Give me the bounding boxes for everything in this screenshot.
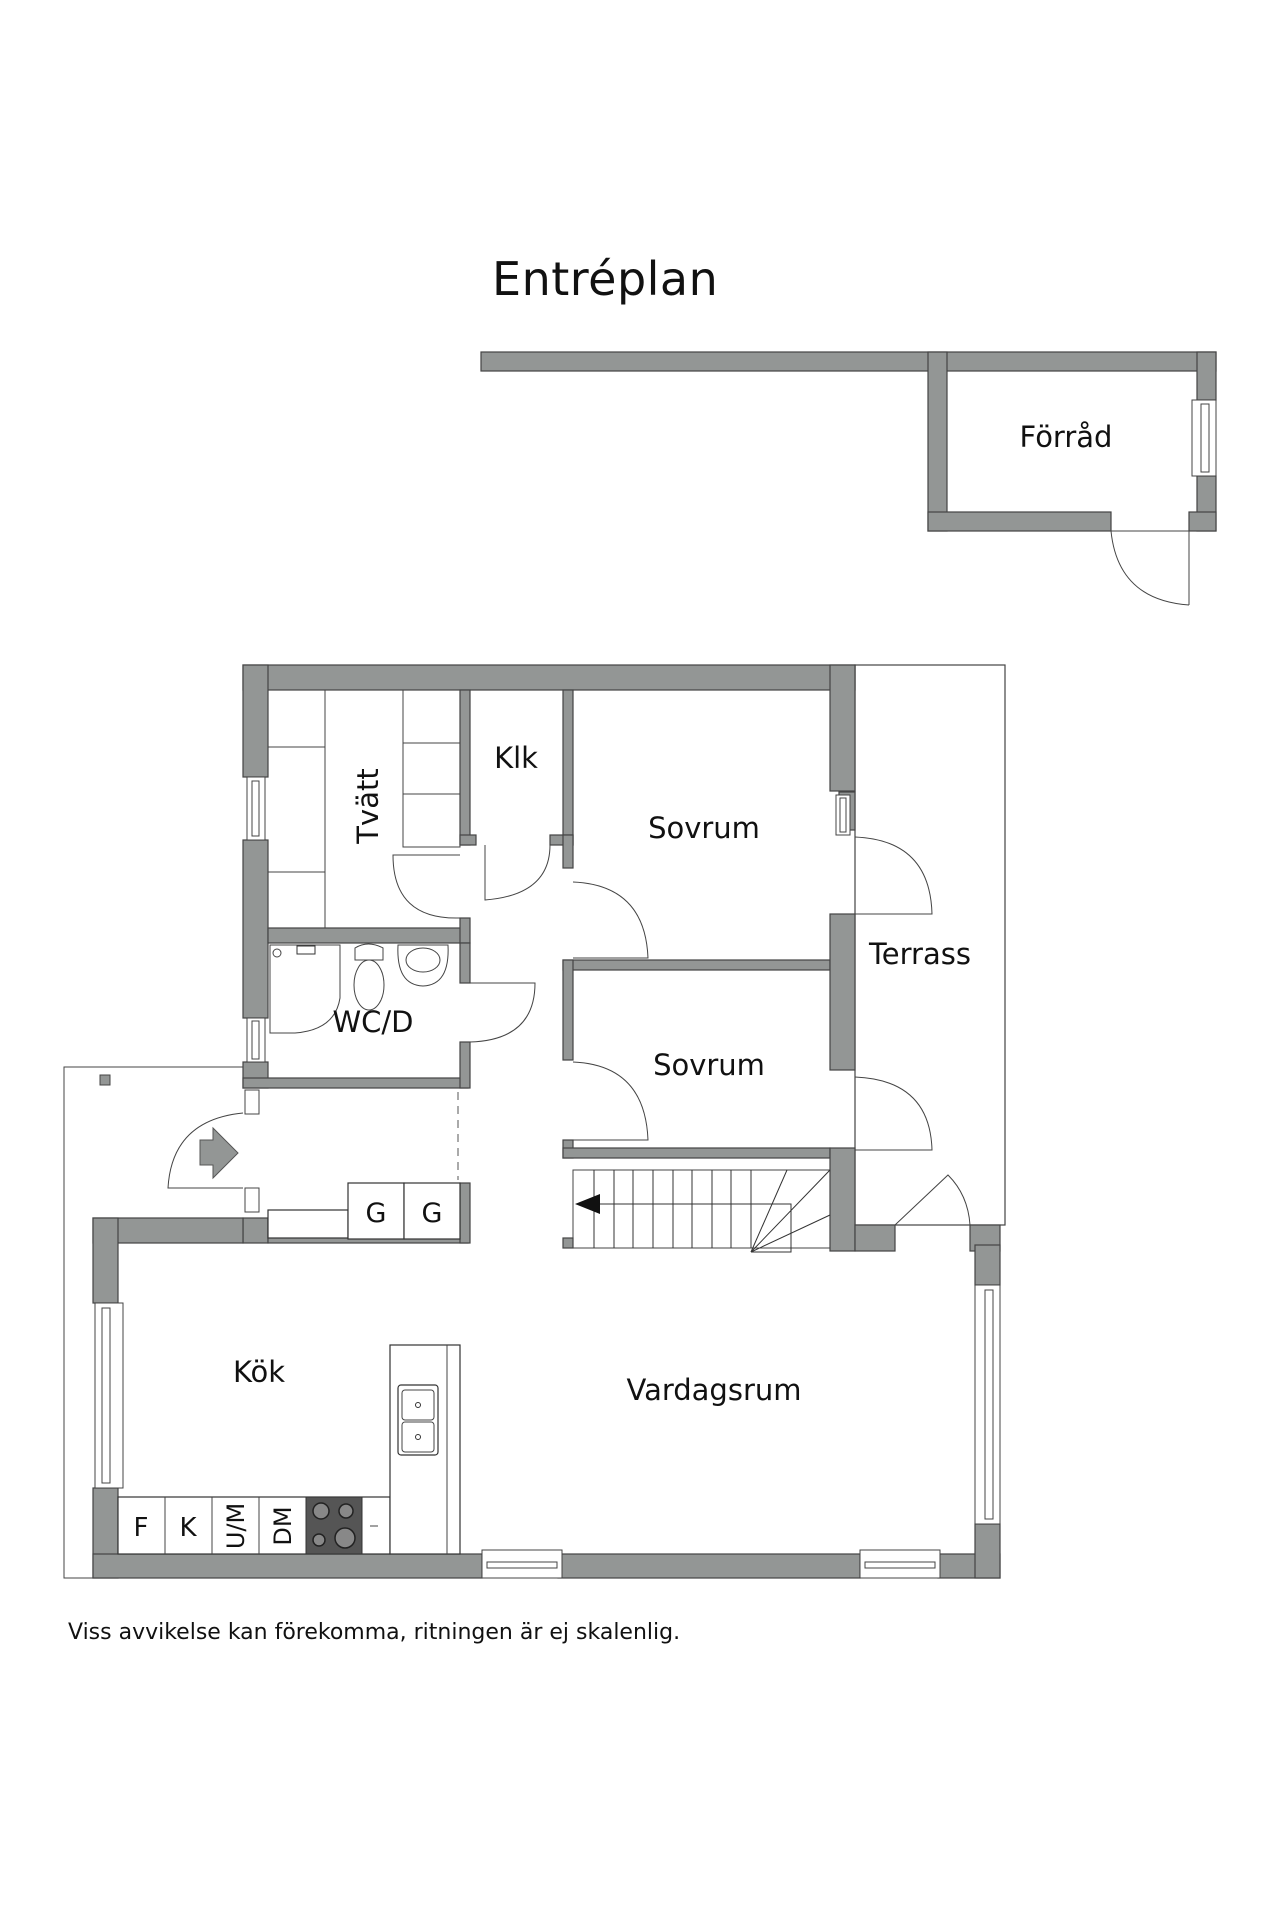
shower-icon [269,944,341,1034]
appliance-label-dm: DM [269,1506,297,1545]
storage-building: Förråd [480,351,1217,606]
entrance-arrow-icon [199,1126,239,1180]
door-wcd [469,982,536,1043]
door-sovrum-1 [572,881,649,959]
door-terrace-2 [854,1076,933,1151]
laundry-fixtures: Tvätt [268,689,461,928]
window-vardagsrum-bottom-1 [481,1549,563,1579]
door-tvatt [392,854,461,919]
window-kok [94,1302,124,1489]
window [1191,399,1217,477]
window-vardagsrum-right [974,1284,1001,1525]
room-label-wcd: WC/D [332,1005,413,1039]
wardrobes: G G [267,1182,461,1240]
sink-icon [397,1384,439,1456]
window-tvatt [246,776,266,841]
terrace: Terrass [854,664,1006,1226]
window-entrance-top [244,1089,260,1115]
washbasin-icon [397,944,449,987]
doors [167,836,971,1226]
window-sovrum [835,794,851,836]
staircase [572,1169,831,1253]
room-label-vardagsrum: Vardagsrum [626,1373,801,1407]
door-entrance [167,1112,244,1189]
room-label-sovrum-1: Sovrum [648,811,760,845]
door-sovrum-2 [572,1061,649,1141]
window-wcd [246,1017,266,1063]
windows [94,776,1001,1579]
window-entrance-bottom [244,1187,260,1213]
room-label-sovrum-2: Sovrum [653,1048,765,1082]
plan-title: Entréplan [492,252,719,306]
wardrobe-label-1: G [366,1198,387,1229]
lamp-marker [99,1074,111,1086]
wardrobe-label-2: G [422,1198,443,1229]
window-vardagsrum-bottom-2 [859,1549,941,1579]
appliance-label-k: K [179,1513,197,1543]
room-label-tvatt: Tvätt [351,768,385,844]
disclaimer-note: Viss avvikelse kan förekomma, ritningen … [68,1620,681,1645]
appliance-label-um: U/M [222,1503,250,1549]
bathroom-fixtures: WC/D [269,943,449,1039]
main-walls [92,664,1001,1579]
room-label-terrass: Terrass [868,937,971,971]
appliance-label-f: F [134,1513,149,1543]
room-label-forrad: Förråd [1020,420,1113,454]
room-label-klk: Klk [494,741,538,775]
door [1110,530,1190,606]
toilet-icon [353,943,385,1011]
kitchen-fixtures: F K U/M DM Kök [117,1344,461,1555]
door-klk [484,844,551,901]
door-terrace-1 [854,836,933,915]
stair-direction-arrow-icon [575,1194,600,1214]
door-living-terrace [894,1174,971,1226]
room-label-kok: Kök [233,1355,285,1389]
